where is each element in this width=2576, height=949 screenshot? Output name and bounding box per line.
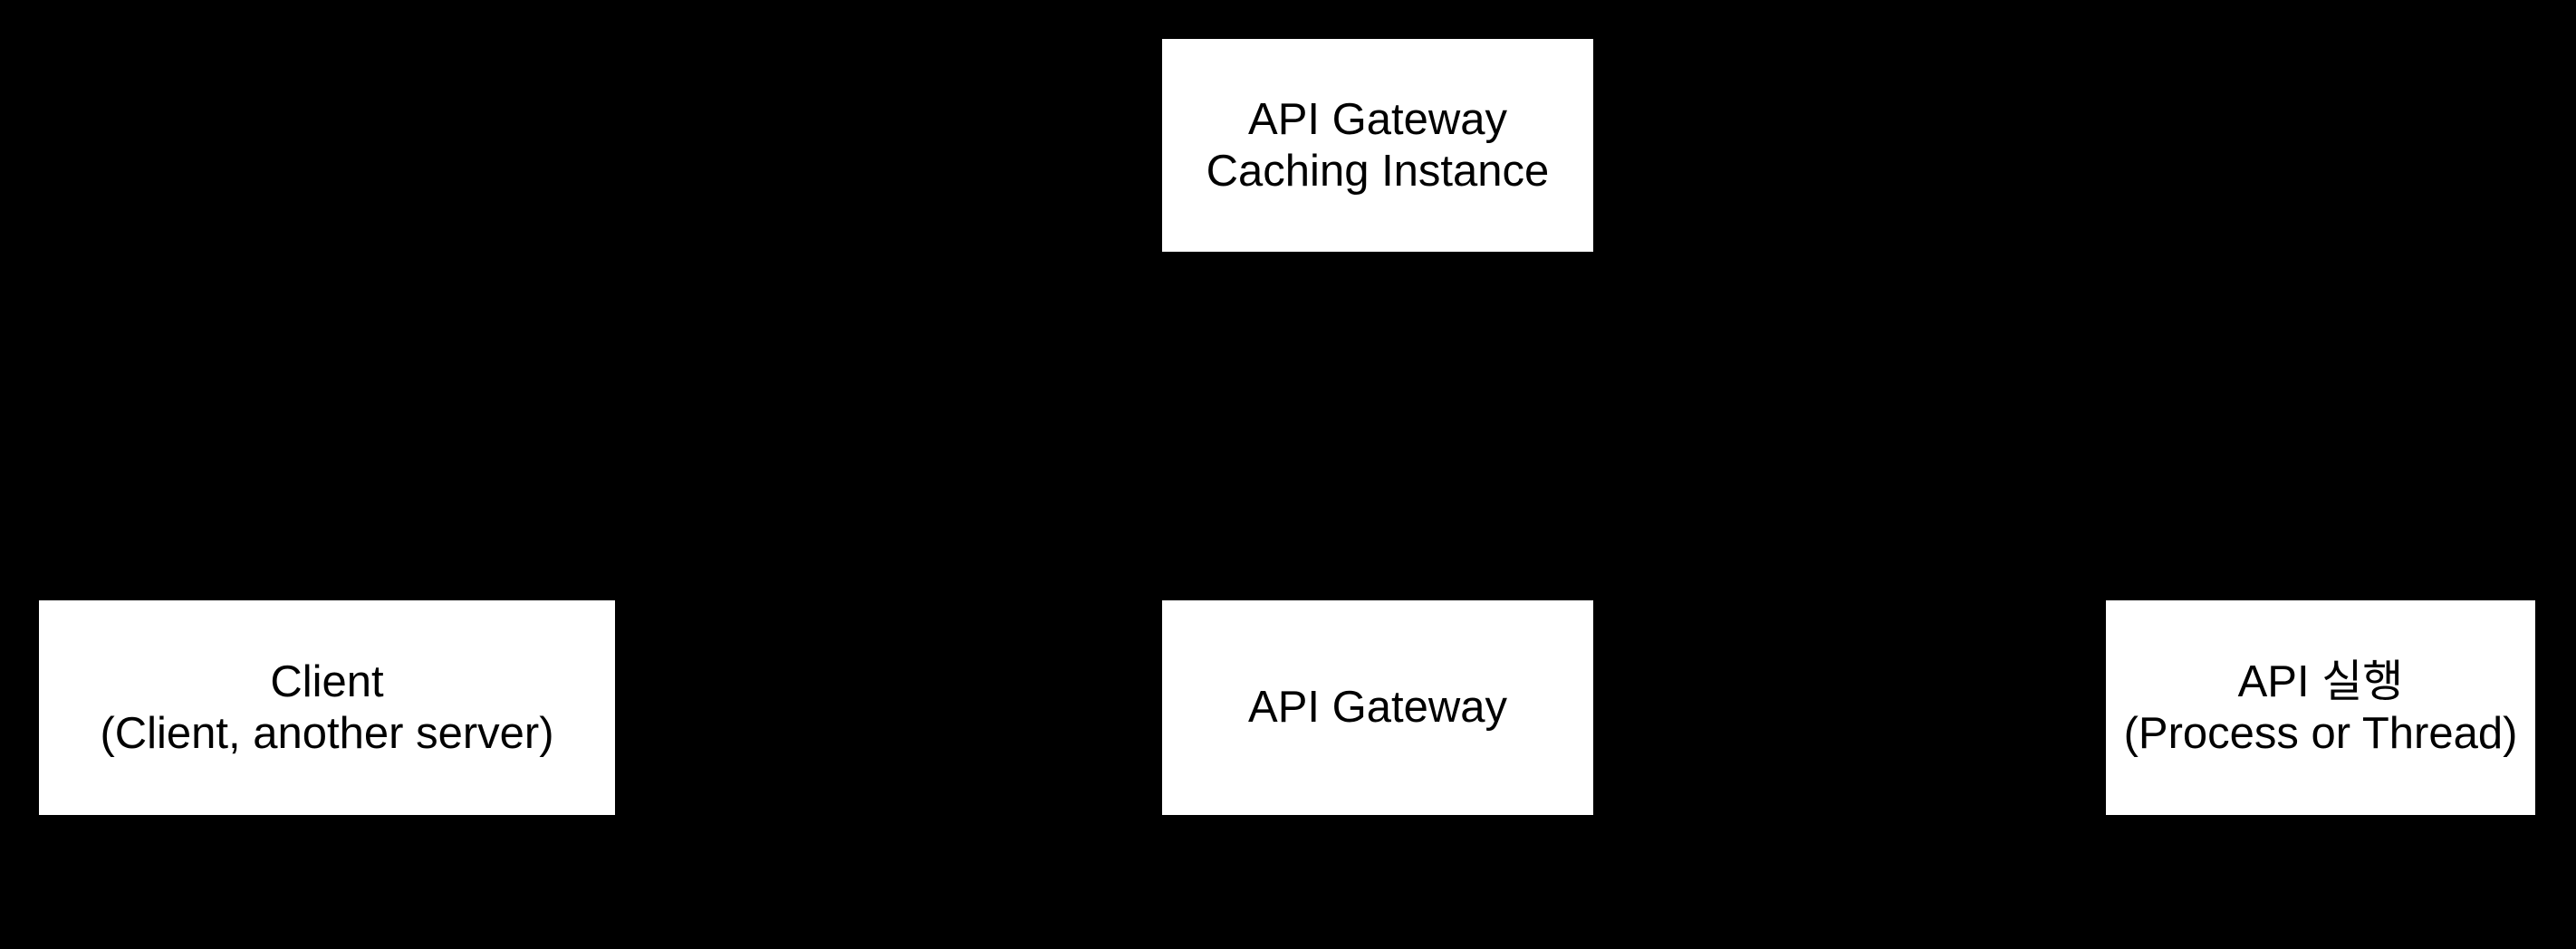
node-label-line: API 실행 bbox=[2237, 657, 2404, 706]
node-label-line: (Client, another server) bbox=[100, 708, 554, 758]
node-label-line: API Gateway bbox=[1248, 683, 1507, 732]
node-client: Client (Client, another server) bbox=[39, 600, 615, 815]
node-api-gateway: API Gateway bbox=[1162, 600, 1593, 815]
node-label-line: API Gateway bbox=[1248, 94, 1507, 144]
node-label-line: (Process or Thread) bbox=[2123, 708, 2518, 758]
node-api-execution: API 실행 (Process or Thread) bbox=[2106, 600, 2535, 815]
node-api-gateway-caching-instance: API Gateway Caching Instance bbox=[1162, 39, 1593, 252]
node-label-line: Client bbox=[270, 657, 384, 706]
node-label-line: Caching Instance bbox=[1206, 146, 1550, 196]
